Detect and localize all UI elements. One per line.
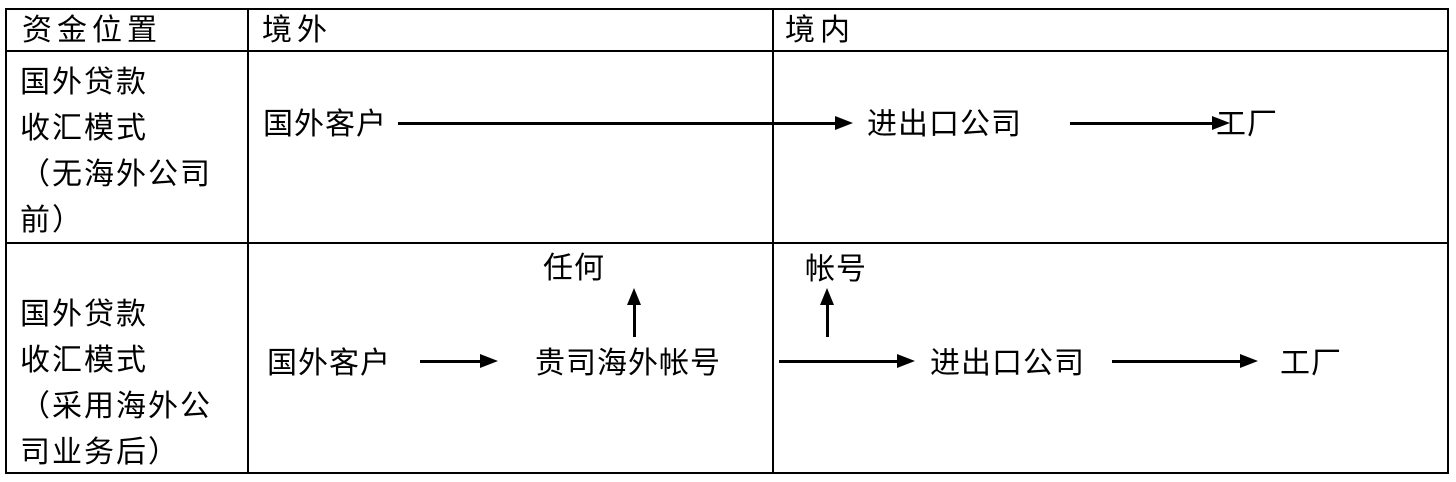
row1-label-line: 国外贷款 — [20, 66, 148, 99]
row1-factory-node: 工厂 — [1216, 108, 1278, 141]
header-domestic: 境内 — [785, 14, 855, 47]
row2-factory-node: 工厂 — [1280, 347, 1342, 380]
row1-overseas-customer-node: 国外客户 — [263, 108, 387, 141]
row1-label-line: 收汇模式 — [20, 112, 148, 145]
row2-label-line: （采用海外公 — [20, 390, 212, 423]
row2-up-arrow-overseas — [627, 288, 641, 337]
row1-import-export-company-node: 进出口公司 — [867, 108, 1022, 141]
row2-arrow-customer-to-account — [420, 354, 498, 368]
header-overseas: 境外 — [262, 14, 332, 47]
table-column-divider-2 — [772, 8, 774, 474]
row2-account-label: 帐号 — [805, 253, 867, 286]
table-row-divider-2 — [5, 242, 1449, 244]
table-row-divider-1 — [5, 50, 1449, 52]
row2-label-line: 收汇模式 — [20, 344, 148, 377]
row2-up-arrow-domestic — [820, 288, 834, 337]
row2-label-line: 司业务后） — [20, 436, 180, 469]
table-column-divider-1 — [247, 8, 249, 474]
header-fund-position: 资金位置 — [22, 14, 162, 47]
row2-any-label: 任何 — [543, 252, 605, 285]
row2-mode-label: 国外贷款 收汇模式 （采用海外公 司业务后） — [20, 292, 212, 476]
row2-label-line: 国外贷款 — [20, 298, 148, 331]
row2-overseas-customer-node: 国外客户 — [267, 347, 391, 380]
row1-label-line: 前） — [20, 204, 84, 237]
row2-company-overseas-account-node: 贵司海外帐号 — [535, 347, 721, 380]
row1-mode-label: 国外贷款 收汇模式 （无海外公司 前） — [20, 60, 212, 244]
row2-import-export-company-node: 进出口公司 — [930, 347, 1085, 380]
row2-arrow-account-to-company — [779, 354, 915, 368]
row2-arrow-company-to-factory — [1112, 354, 1258, 368]
row1-arrow-company-to-factory — [1070, 116, 1230, 130]
row1-arrow-customer-to-company — [398, 116, 853, 130]
row1-label-line: （无海外公司 — [20, 158, 212, 191]
table-outer-border — [5, 8, 1449, 474]
